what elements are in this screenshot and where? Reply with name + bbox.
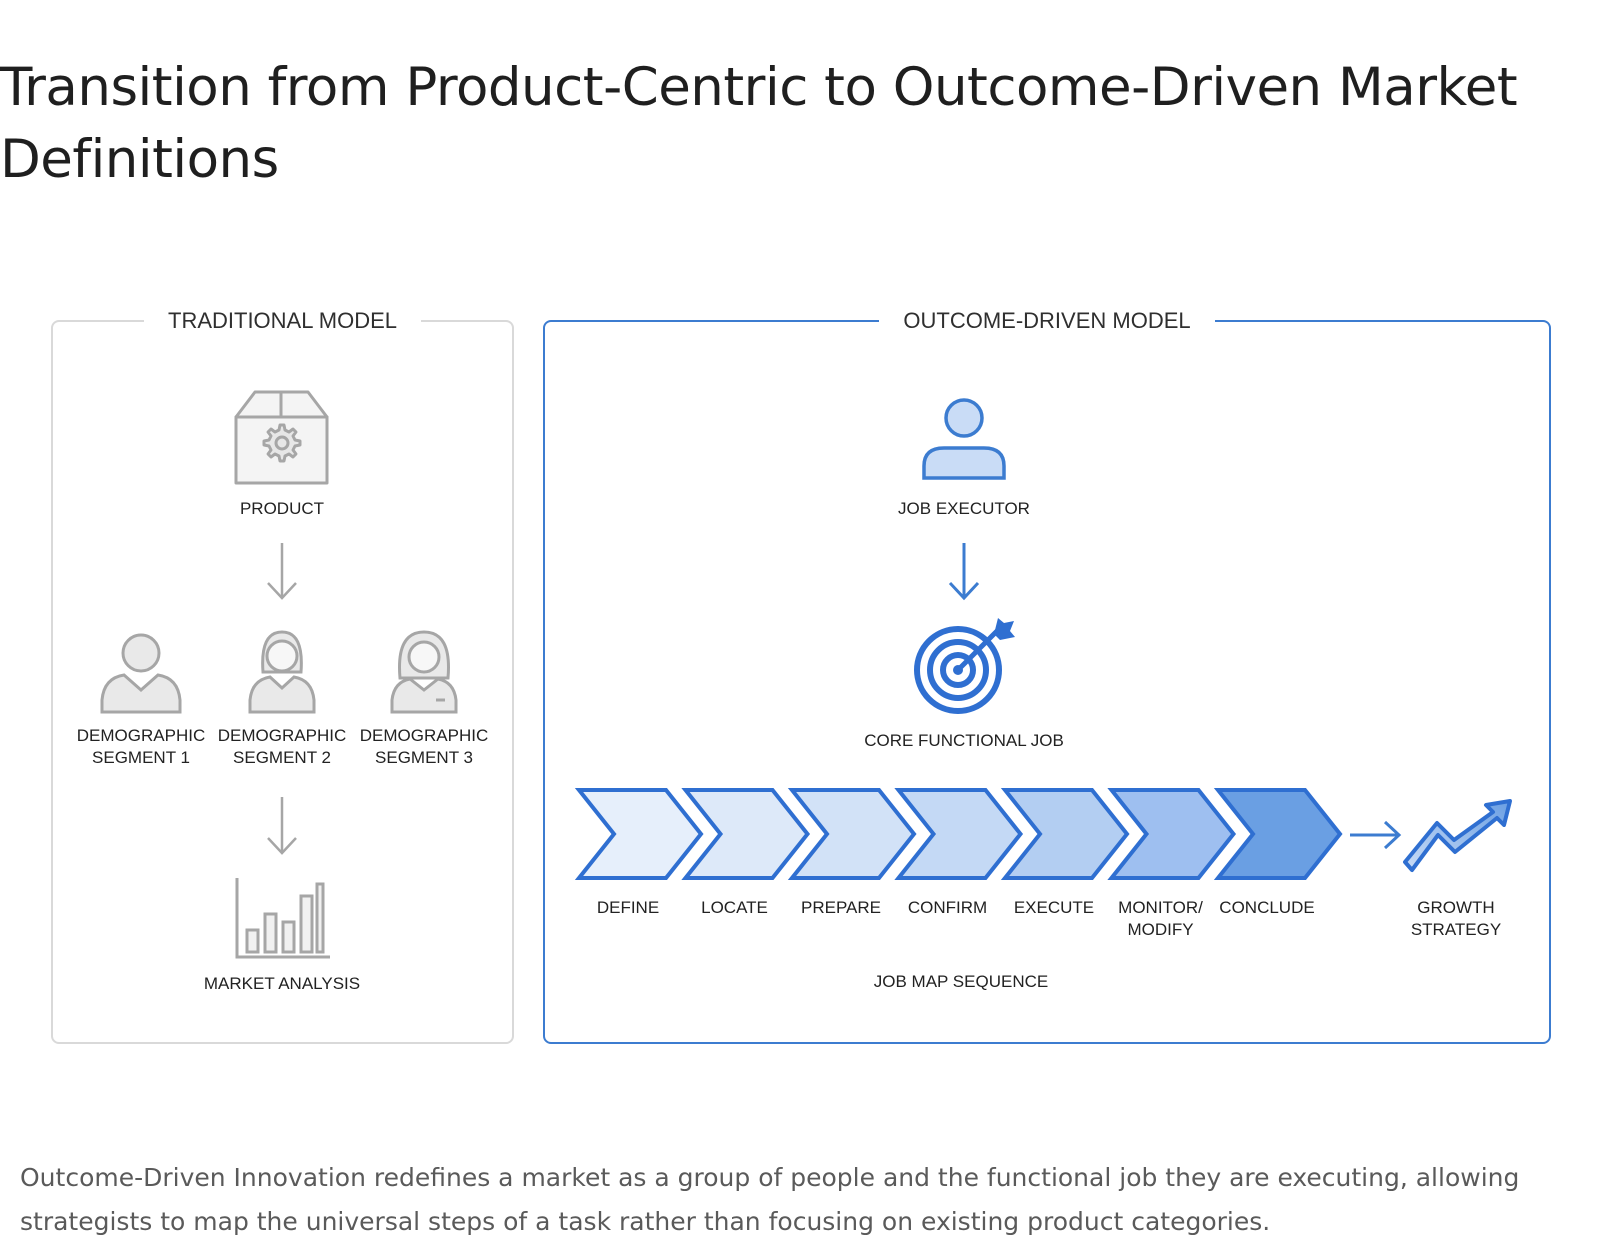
box-gear-icon <box>234 390 329 485</box>
growth-strategy-label: GROWTH STRATEGY <box>1410 898 1502 939</box>
arrow-down-icon <box>267 797 297 855</box>
outcome-driven-model-panel: OUTCOME-DRIVEN MODEL <box>543 308 1551 1044</box>
person-icon <box>248 630 316 714</box>
job-executor-label: JOB EXECUTOR <box>898 499 1030 518</box>
demographic-segment-3-label: DEMOGRAPHIC SEGMENT 3 <box>359 726 489 767</box>
arrow-right-icon <box>1350 820 1402 850</box>
chevron-icon <box>681 788 811 880</box>
chevron-icon <box>1107 788 1237 880</box>
target-icon <box>914 618 1015 714</box>
job-map-step-label: PREPARE <box>801 898 881 917</box>
page-title: Transition from Product-Centric to Outco… <box>0 57 1518 190</box>
chevron-icon <box>574 788 704 880</box>
growth-arrow-icon <box>1403 799 1512 872</box>
caption: Outcome-Driven Innovation redefines a ma… <box>20 1163 1520 1236</box>
product-label: PRODUCT <box>239 499 325 518</box>
person-icon <box>390 630 458 714</box>
job-map-step-label: CONFIRM <box>907 898 988 917</box>
demographic-segment-1-label: DEMOGRAPHIC SEGMENT 1 <box>76 726 206 767</box>
job-map-step-label: CONCLUDE <box>1219 898 1315 917</box>
chevron-icon <box>894 788 1024 880</box>
demographic-segment-2-label: DEMOGRAPHIC SEGMENT 2 <box>217 726 347 767</box>
chevron-icon <box>1213 788 1343 880</box>
arrow-down-icon <box>267 543 297 600</box>
job-map-sequence-label: JOB MAP SEQUENCE <box>873 972 1049 991</box>
core-functional-job-label: CORE FUNCTIONAL JOB <box>864 731 1064 750</box>
job-map-step-label: DEFINE <box>596 898 660 917</box>
bar-chart-icon <box>235 878 330 959</box>
job-map-step-label: LOCATE <box>701 898 768 917</box>
traditional-model-panel: TRADITIONAL MODEL <box>51 308 514 1044</box>
chevron-icon <box>1000 788 1130 880</box>
job-map-chevrons <box>574 788 1343 880</box>
job-map-step-label: EXECUTE <box>1013 898 1095 917</box>
outcome-driven-model-heading: OUTCOME-DRIVEN MODEL <box>545 308 1549 334</box>
job-map-step-label: MONITOR/MODIFY <box>1118 898 1203 939</box>
traditional-model-heading: TRADITIONAL MODEL <box>53 308 512 334</box>
person-icon <box>922 398 1006 480</box>
person-icon <box>100 633 182 714</box>
market-analysis-label: MARKET ANALYSIS <box>203 974 361 993</box>
arrow-down-icon <box>948 543 980 601</box>
chevron-icon <box>787 788 917 880</box>
